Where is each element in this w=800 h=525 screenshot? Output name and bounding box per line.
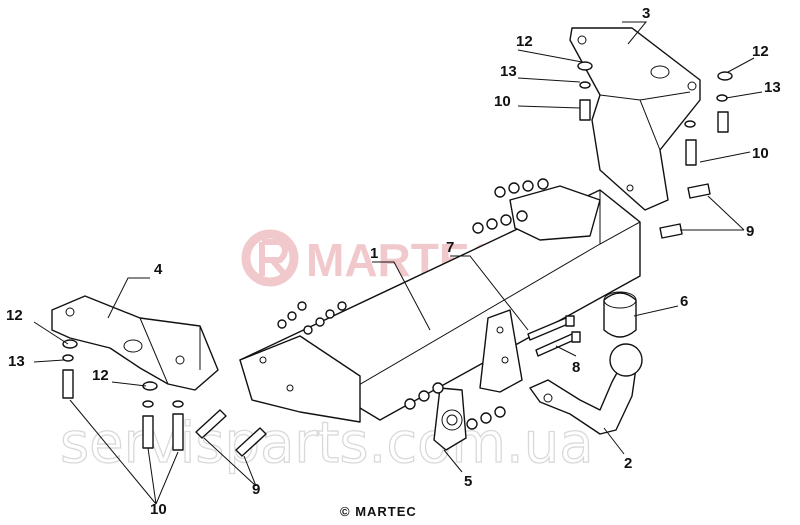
callout-8: 8 [572,359,580,376]
bracket-4 [51,295,219,391]
watermark-site-text: servisparts.com.ua [60,411,594,476]
callout-10: 10 [494,93,511,110]
callout-2: 2 [624,455,632,472]
callout-13: 13 [8,353,25,370]
fasteners-right-mid [472,178,711,239]
callout-9: 9 [252,481,260,498]
copyright-credit: © MARTEC [340,504,417,519]
callout-10: 10 [752,145,769,162]
callout-9: 9 [746,223,754,240]
fasteners-left-bottom [62,339,267,457]
callout-12: 12 [92,367,109,384]
callout-12: 12 [6,307,23,324]
leader-lines [33,21,763,505]
callout-7: 7 [446,239,454,256]
fasteners-left-mid [277,301,347,335]
callout-13: 13 [500,63,517,80]
callout-5: 5 [464,473,472,490]
bracket-3 [569,27,701,211]
callout-10: 10 [150,501,167,518]
fasteners-socket [404,382,506,430]
cap-6 [603,291,637,338]
callout-4: 4 [154,261,163,278]
callout-1: 1 [370,245,378,262]
main-tube-1 [239,185,641,423]
callout-6: 6 [680,293,688,310]
bolts-8 [527,315,581,357]
callout-13: 13 [764,79,781,96]
socket-plate-5 [433,387,467,451]
callout-12: 12 [516,33,533,50]
ball-neck-2 [529,343,643,435]
tow-ball-bracket [479,309,523,393]
callout-12: 12 [752,43,769,60]
callout-3: 3 [642,5,650,22]
fasteners-right-top [577,61,733,166]
callout-labels: 3 12 13 10 12 13 10 9 1 7 6 8 2 5 4 12 1… [6,5,781,518]
